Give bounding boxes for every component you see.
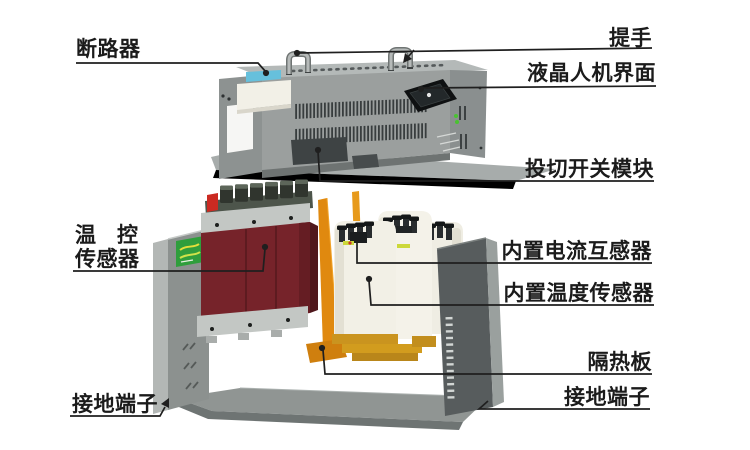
leader-switch-module (317, 151, 654, 182)
leader-lines (70, 47, 657, 417)
reactor-body-shade (299, 222, 310, 314)
left-bracket (153, 228, 210, 414)
label-built-in-temp-sensor: 内置温度传感器 (504, 281, 655, 305)
label-lcd-hmi: 液晶人机界面 (527, 61, 656, 85)
label-heat-shield: 隔热板 (588, 350, 653, 374)
leader-lcd (420, 85, 657, 89)
screw-dot (479, 146, 483, 150)
capacitor-terminal-bar (390, 226, 412, 233)
enclosure-top-face (236, 60, 488, 78)
leader-ground-left (70, 406, 166, 417)
breaker-box (237, 80, 291, 110)
switch-module-small (352, 154, 379, 169)
reactor-side-face (310, 222, 318, 313)
enclosure-top-holes (290, 63, 448, 73)
leader-temp-controller (73, 248, 266, 272)
arrowhead (161, 398, 169, 408)
leader-handle (296, 47, 653, 54)
leader-ct (356, 240, 652, 264)
leader-temp-sensor (368, 280, 654, 306)
insulation-board (306, 191, 361, 363)
label-switching-module: 投切开关模块 (525, 157, 654, 181)
left-panel-cutout (227, 103, 253, 153)
reactor (197, 179, 318, 343)
capacitor-1 (334, 221, 396, 343)
arrowhead (403, 53, 412, 63)
right-bracket-flange (486, 238, 504, 407)
vent-grille-upper (295, 98, 427, 119)
enclosure-right-face (450, 70, 487, 158)
label-ground-terminal-right: 接地端子 (564, 385, 650, 409)
vent-slots-right (459, 106, 467, 149)
label-handle: 提手 (609, 26, 652, 50)
label-tag (397, 244, 410, 248)
leader-heat-shield (322, 349, 652, 375)
status-led (454, 114, 458, 118)
screw-dot (227, 97, 231, 101)
label-temp-controller-line2: 传感器 (74, 247, 140, 271)
lower-assembly (153, 179, 504, 430)
right-bracket (436, 237, 504, 416)
red-terminal-block (207, 193, 218, 212)
bracket-vent-slots (182, 342, 199, 390)
current-transformer (350, 232, 367, 243)
label-temp-controller-line1: 温控 (75, 223, 139, 247)
capacitor-bases (332, 334, 436, 361)
base-plate (174, 387, 490, 430)
callout-labels: 断路器 提手 液晶人机界面 投切开关模块 温控 传感器 内置电流互感器 内置温度… (72, 26, 656, 416)
label-ground-terminal-left: 接地端子 (72, 392, 158, 416)
handle-right (388, 47, 413, 71)
insulation-board-flange (306, 339, 347, 363)
label-built-in-ct: 内置电流互感器 (502, 239, 653, 263)
bracket-slot-row (445, 316, 455, 400)
leader-breaker (76, 62, 267, 73)
upper-assembly (211, 47, 556, 189)
red-marker (348, 241, 352, 245)
label-breaker: 断路器 (76, 37, 141, 61)
breaker-box-shade (237, 104, 291, 114)
screw-dot (221, 94, 225, 98)
reactor-body (201, 222, 310, 322)
bracket-green-sticker (176, 236, 204, 267)
blue-din-rail (246, 70, 281, 82)
leader-ground-right (476, 400, 650, 410)
leader-handle-branch (407, 49, 415, 58)
nameplate-markings (436, 132, 461, 152)
reactor-clamp-bottom (197, 306, 308, 337)
status-led (455, 120, 459, 124)
leader-dots (161, 49, 425, 408)
